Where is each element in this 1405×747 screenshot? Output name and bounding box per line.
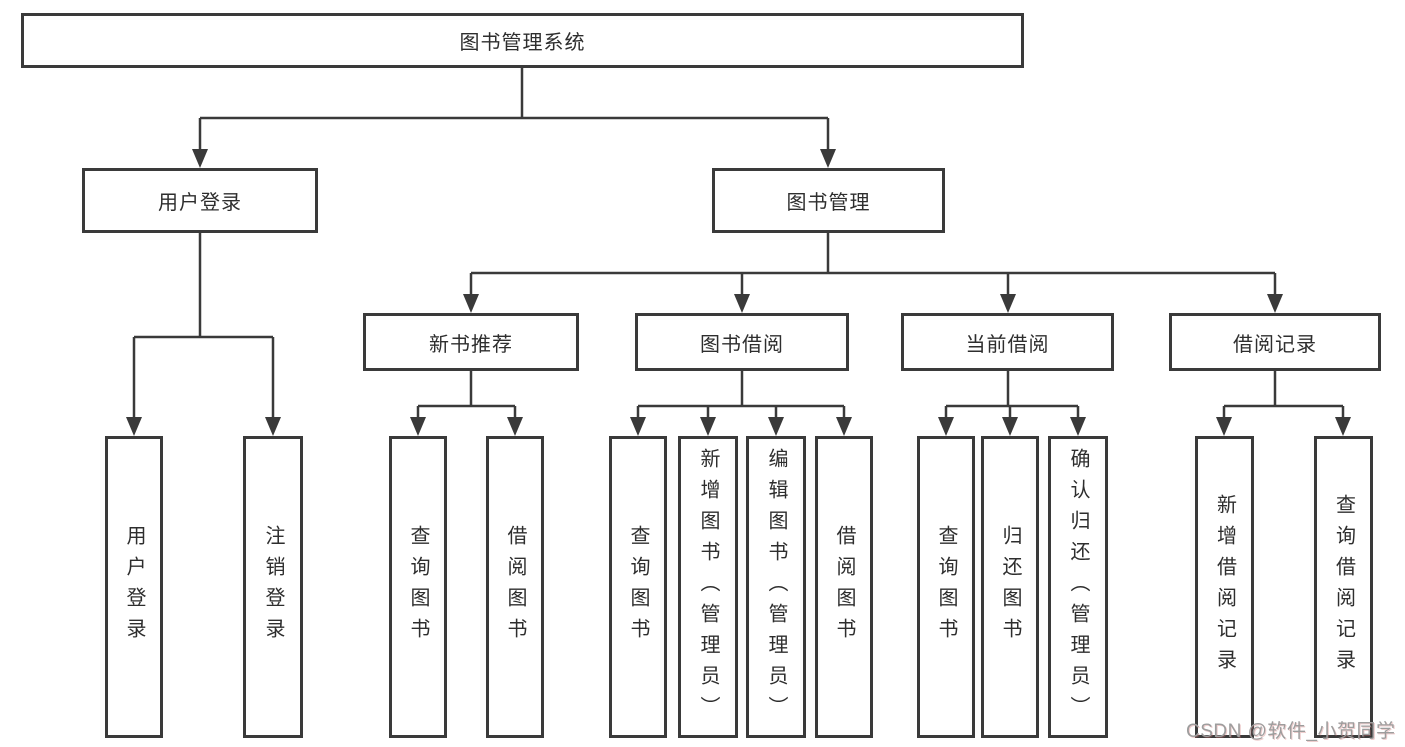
leaf-confirm-return-admin: 确认归还（管理员） xyxy=(1048,436,1108,738)
connector-bookmgmt-to-modules xyxy=(463,233,1283,313)
connector-path xyxy=(636,371,846,418)
leaf-add-book-admin: 新增图书（管理员） xyxy=(678,436,738,738)
connector-root-to-branches xyxy=(192,68,836,168)
arrowheads xyxy=(938,417,1086,436)
leaf-edit-book-admin: 编辑图书（管理员） xyxy=(746,436,806,738)
arrowheads xyxy=(630,417,852,436)
node-book-borrow: 图书借阅 xyxy=(635,313,849,371)
leaf-user-login: 用户登录 xyxy=(105,436,163,738)
leaf-query-books-current: 查询图书 xyxy=(917,436,975,738)
arrowheads xyxy=(126,417,281,436)
connector-borrow-to-leaves xyxy=(630,371,852,436)
leaf-borrow-books-recommend: 借阅图书 xyxy=(486,436,544,738)
node-new-book-recommend: 新书推荐 xyxy=(363,313,579,371)
arrowheads xyxy=(463,294,1283,313)
leaf-borrow-books: 借阅图书 xyxy=(815,436,873,738)
watermark: CSDN @软件_小贺同学 xyxy=(1186,721,1396,742)
connector-path xyxy=(469,233,1277,295)
leaf-logout: 注销登录 xyxy=(243,436,303,738)
node-book-management-branch: 图书管理 xyxy=(712,168,945,233)
connector-current-to-leaves xyxy=(938,371,1086,436)
leaf-add-borrow-record: 新增借阅记录 xyxy=(1195,436,1254,738)
arrowheads xyxy=(410,417,523,436)
connector-recommend-to-leaves xyxy=(410,371,523,436)
connector-path xyxy=(416,371,517,418)
node-user-login-branch: 用户登录 xyxy=(82,168,318,233)
connector-path xyxy=(944,371,1080,418)
connector-path xyxy=(198,68,830,150)
arrowheads xyxy=(1216,417,1351,436)
connector-userlogin-to-leaves xyxy=(126,233,281,436)
leaf-query-books-recommend: 查询图书 xyxy=(389,436,447,738)
node-borrow-records: 借阅记录 xyxy=(1169,313,1381,371)
node-current-borrow: 当前借阅 xyxy=(901,313,1114,371)
connector-path xyxy=(1222,371,1345,418)
node-library-management-system: 图书管理系统 xyxy=(21,13,1024,68)
arrowheads xyxy=(192,149,836,168)
leaf-return-books: 归还图书 xyxy=(981,436,1039,738)
leaf-query-borrow-record: 查询借阅记录 xyxy=(1314,436,1373,738)
connector-records-to-leaves xyxy=(1216,371,1351,436)
connector-path xyxy=(132,233,275,418)
leaf-query-books-borrow: 查询图书 xyxy=(609,436,667,738)
